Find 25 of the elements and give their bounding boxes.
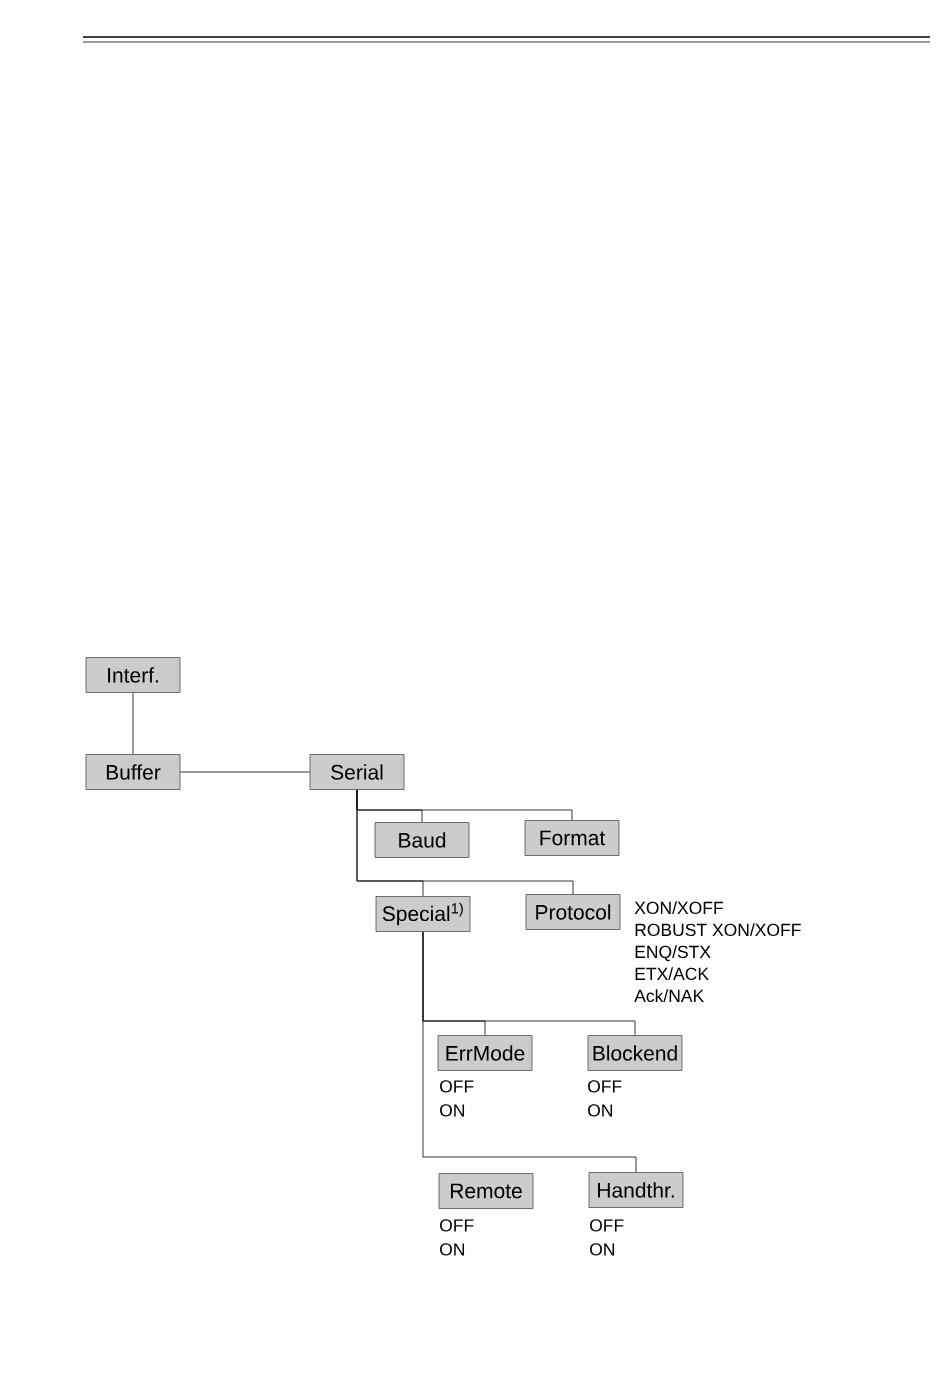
node-label: XON/XOFF — [634, 901, 723, 915]
node-label: ROBUST XON/XOFF — [635, 923, 801, 937]
connector-line — [422, 931, 637, 1173]
menu-box: Protocol — [525, 894, 621, 930]
option-list: OFF ON — [588, 1080, 622, 1117]
node-label: Ack/NAK — [634, 989, 705, 1003]
node-label: ENQ/STX — [635, 945, 711, 962]
menu-box: ErrMode — [437, 1035, 533, 1071]
menu-box: Buffer — [85, 754, 181, 790]
menu-box: Format — [524, 820, 620, 856]
menu-box: Remote — [438, 1173, 534, 1209]
menu-box: Interf. — [85, 657, 181, 693]
connector-line — [356, 789, 574, 895]
menu-box: Serial — [309, 754, 405, 790]
connector-line — [132, 692, 134, 755]
option-list: OFF ON — [590, 1219, 624, 1256]
menu-box: Blockend — [587, 1035, 683, 1071]
option-list: OFF ON — [440, 1080, 474, 1117]
option-list: XON/XOFF ROBUST XON/XOFF ENQ/STX ETX/ACK Ack/NAK — [634, 901, 801, 1003]
connector-line — [180, 771, 310, 773]
menu-box: Handthr. — [588, 1172, 684, 1208]
node-label: ETX/ACK — [635, 967, 709, 981]
menu-box: Baud — [374, 822, 470, 858]
menu-box: Special$^{1)}$ — [375, 896, 471, 932]
option-list: OFF ON — [440, 1219, 474, 1256]
